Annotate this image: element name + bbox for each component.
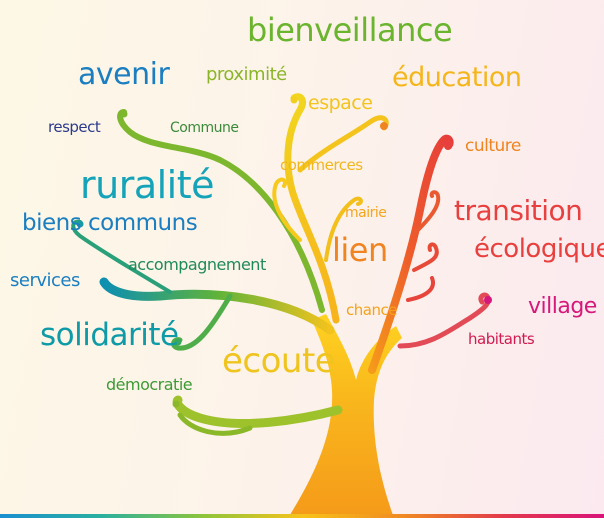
- word-proximite: proximité: [206, 64, 287, 85]
- word-avenir: avenir: [78, 57, 170, 92]
- word-espace: espace: [308, 92, 373, 114]
- word-culture: culture: [465, 136, 521, 156]
- word-lien: lien: [332, 231, 388, 269]
- word-accompagnement: accompagnement: [128, 255, 266, 274]
- word-ecologique: écologique: [474, 234, 604, 264]
- word-respect: respect: [48, 118, 101, 136]
- word-solidarite: solidarité: [40, 317, 179, 353]
- word-ruralite: ruralité: [80, 163, 215, 207]
- word-commerces: commerces: [280, 156, 363, 174]
- branch-ecoute: [172, 395, 343, 428]
- word-education: éducation: [392, 62, 522, 93]
- branch-solidarite: [99, 277, 335, 335]
- word-biens-communs: biens communs: [22, 210, 198, 236]
- branch-right: [368, 134, 454, 374]
- word-bienveillance: bienveillance: [247, 11, 453, 49]
- word-commune: Commune: [170, 120, 239, 136]
- word-mairie: mairie: [345, 205, 387, 221]
- word-transition: transition: [454, 194, 583, 227]
- word-habitants: habitants: [468, 330, 535, 348]
- bottom-gradient-bar: [0, 514, 604, 518]
- branch-center: [284, 93, 340, 324]
- word-ecoute: écoute: [222, 341, 336, 381]
- word-services: services: [10, 270, 80, 291]
- word-democratie: démocratie: [106, 375, 193, 394]
- word-village: village: [528, 294, 597, 319]
- word-chance: chance: [346, 301, 397, 319]
